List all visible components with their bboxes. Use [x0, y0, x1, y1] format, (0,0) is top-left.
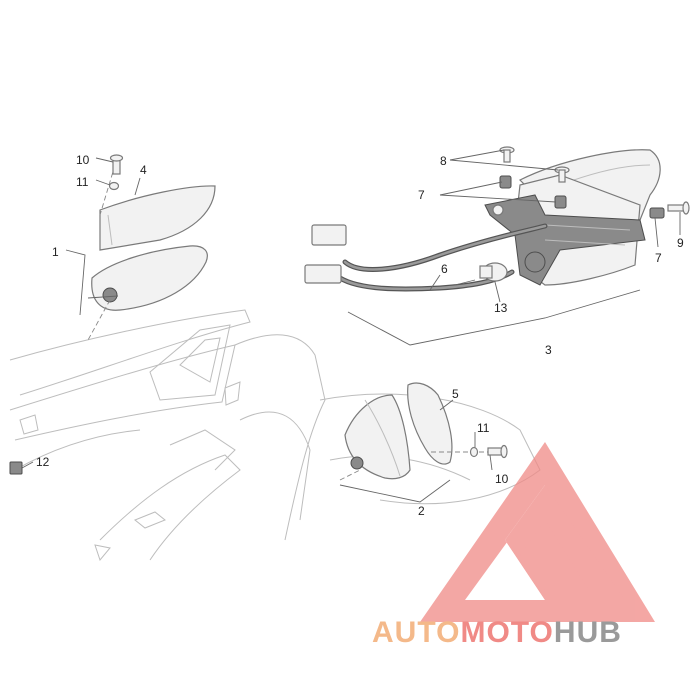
tail-body-outline [9, 309, 541, 562]
left-indicator-body [91, 245, 208, 311]
left-indicator-lens [99, 185, 216, 251]
callout-10-right: 10 [495, 472, 509, 486]
leader-lines [21, 149, 681, 503]
right-washer [469, 446, 479, 458]
callout-7-left: 7 [418, 188, 425, 202]
callout-3: 3 [545, 343, 552, 357]
callout-labels: 1 2 3 4 5 6 7 7 8 9 10 10 11 11 12 13 [36, 153, 684, 518]
right-indicator-bulb-socket [350, 456, 364, 470]
callout-8: 8 [440, 154, 447, 168]
watermark-triangle-inner [505, 485, 625, 600]
left-indicator-assembly [87, 154, 216, 341]
callout-5: 5 [452, 387, 459, 401]
callout-9: 9 [677, 236, 684, 250]
left-washer [108, 181, 120, 191]
connector-lower [304, 264, 342, 284]
right-indicator-assembly [339, 382, 508, 481]
left-indicator-bulb-socket [102, 287, 118, 303]
watermark-logo [420, 442, 655, 622]
wiring-harness [304, 223, 548, 292]
callout-2: 2 [418, 504, 425, 518]
callout-11-right: 11 [477, 421, 490, 435]
connector-upper [311, 224, 347, 246]
right-indicator-lens [407, 382, 453, 465]
tail-light-assembly [484, 146, 690, 286]
callout-12: 12 [36, 455, 50, 469]
callout-4: 4 [140, 163, 147, 177]
callout-11-left: 11 [76, 175, 89, 189]
callout-7-right: 7 [655, 251, 662, 265]
grommet-middle [554, 195, 567, 209]
screw-side [667, 204, 685, 212]
callout-10-left: 10 [76, 153, 90, 167]
grommet-right [649, 207, 665, 219]
callout-1: 1 [52, 245, 59, 259]
callout-6: 6 [441, 262, 448, 276]
clip-nut [9, 461, 23, 475]
callout-13: 13 [494, 301, 508, 315]
